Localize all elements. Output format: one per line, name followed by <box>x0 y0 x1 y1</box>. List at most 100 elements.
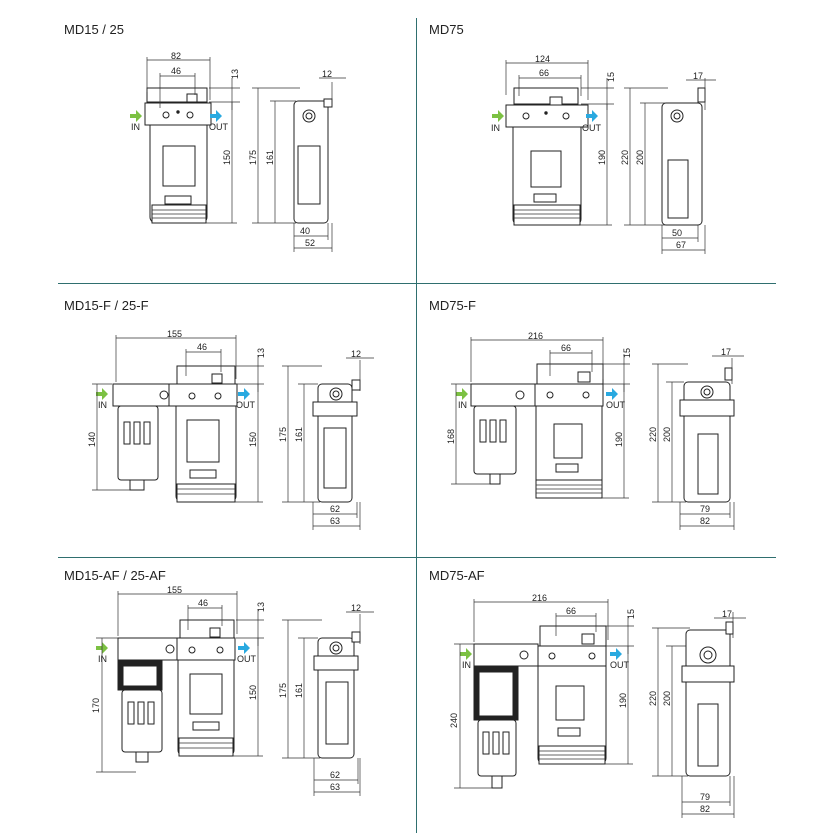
filter-gauge <box>165 644 175 654</box>
dim-top-offset: 13 <box>256 348 266 358</box>
dim-height-main: 190 <box>614 432 624 447</box>
dim-height-side: 161 <box>294 683 304 698</box>
side-band <box>313 655 359 671</box>
in-label: IN <box>98 654 107 664</box>
unit-md15: MD15 / 25 IN OUT 82 46 <box>0 0 410 283</box>
dim-bracket: 12 <box>322 69 332 79</box>
base-fins <box>176 483 236 503</box>
dim-depth-inner: 62 <box>330 504 340 514</box>
column-divider <box>416 18 417 833</box>
top-block <box>513 87 579 105</box>
dim-height-main: 150 <box>222 150 232 165</box>
label-plate <box>557 727 581 737</box>
dim-height-total: 175 <box>278 427 288 442</box>
out-label: OUT <box>610 660 630 670</box>
display-window <box>553 423 583 459</box>
dim-height-total: 220 <box>620 150 630 165</box>
in-arrow <box>130 110 142 122</box>
unit-drawing: IN OUT 155 46 13 140 150 175 161 12 62 6… <box>87 329 374 530</box>
dim-depth-outer: 63 <box>330 782 340 792</box>
dim-width-total: 82 <box>171 51 181 61</box>
top-block <box>146 87 208 103</box>
bracket <box>351 379 361 391</box>
display-window <box>189 673 223 715</box>
row-divider-1 <box>58 283 776 284</box>
dim-depth-inner: 79 <box>700 792 710 802</box>
dim-height-side: 200 <box>662 691 672 706</box>
out-label: OUT <box>582 123 602 133</box>
dim-depth-inner: 62 <box>330 770 340 780</box>
side-band <box>681 665 735 683</box>
port-block <box>176 637 236 661</box>
bracket <box>351 631 361 643</box>
out-arrow <box>610 648 622 660</box>
side-window <box>697 703 719 767</box>
dim-height-main: 150 <box>248 685 258 700</box>
top-button <box>211 373 223 384</box>
unit-title: MD75 <box>429 22 464 37</box>
top-button <box>549 96 563 106</box>
label-plate <box>533 193 557 203</box>
dim-depth-outer: 82 <box>700 516 710 526</box>
in-label: IN <box>462 660 471 670</box>
dim-bracket: 17 <box>721 347 731 357</box>
unit-title: MD15-F / 25-F <box>64 298 149 313</box>
dim-height-filter: 140 <box>87 432 97 447</box>
unit-drawing: IN OUT 155 46 13 170 150 175 161 12 62 6… <box>91 585 374 796</box>
screw <box>186 111 194 119</box>
dim-depth-inner: 50 <box>672 228 682 238</box>
dim-depth-inner: 40 <box>300 226 310 236</box>
dim-height-side: 161 <box>265 150 275 165</box>
base-fins <box>178 737 234 757</box>
side-band <box>312 401 358 417</box>
filter-drain <box>129 479 145 491</box>
top-block <box>536 363 604 385</box>
dim-bracket: 12 <box>351 349 361 359</box>
dim-width-total: 216 <box>528 331 543 341</box>
pin <box>544 111 548 115</box>
dim-top-offset: 15 <box>622 348 632 358</box>
dim-top-offset: 15 <box>626 609 636 619</box>
port-block <box>168 383 238 407</box>
unit-md75: MD75 IN OUT 124 66 15 190 220 200 <box>416 0 839 283</box>
dim-width-ports: 46 <box>198 598 208 608</box>
unit-title: MD15-AF / 25-AF <box>64 568 166 583</box>
dim-height-main: 150 <box>248 432 258 447</box>
dim-width-ports: 66 <box>561 343 571 353</box>
filter-gauge <box>515 390 525 400</box>
screw <box>162 111 170 119</box>
unit-drawing: IN OUT 124 66 15 190 220 200 17 50 67 <box>491 54 716 254</box>
screw <box>522 112 530 120</box>
side-window <box>297 145 321 205</box>
dim-width-total: 155 <box>167 585 182 595</box>
side-window <box>325 681 349 745</box>
dim-depth-outer: 52 <box>305 238 315 248</box>
port-block <box>505 104 589 128</box>
dim-bracket: 17 <box>722 609 732 619</box>
dim-width-ports: 46 <box>171 66 181 76</box>
dim-height-total: 220 <box>648 691 658 706</box>
in-label: IN <box>491 123 500 133</box>
out-arrow <box>606 388 618 400</box>
out-label: OUT <box>236 400 256 410</box>
top-button <box>186 93 198 103</box>
bracket <box>697 87 706 103</box>
out-label: OUT <box>606 400 626 410</box>
screw <box>562 112 570 120</box>
dim-depth-outer: 67 <box>676 240 686 250</box>
filter-gauge <box>159 390 169 400</box>
label-plate <box>555 463 579 473</box>
unit-title: MD75-AF <box>429 568 485 583</box>
display-window <box>162 145 196 187</box>
bracket <box>725 621 734 635</box>
dim-width-ports: 46 <box>197 342 207 352</box>
out-arrow <box>210 110 222 122</box>
dim-height-total: 220 <box>648 427 658 442</box>
unit-title: MD15 / 25 <box>64 22 124 37</box>
side-window <box>667 159 689 219</box>
row-divider-2 <box>58 557 776 558</box>
dim-top-offset: 15 <box>606 72 616 82</box>
dim-depth-outer: 63 <box>330 516 340 526</box>
dim-bracket: 12 <box>351 603 361 613</box>
display-window <box>555 685 585 721</box>
